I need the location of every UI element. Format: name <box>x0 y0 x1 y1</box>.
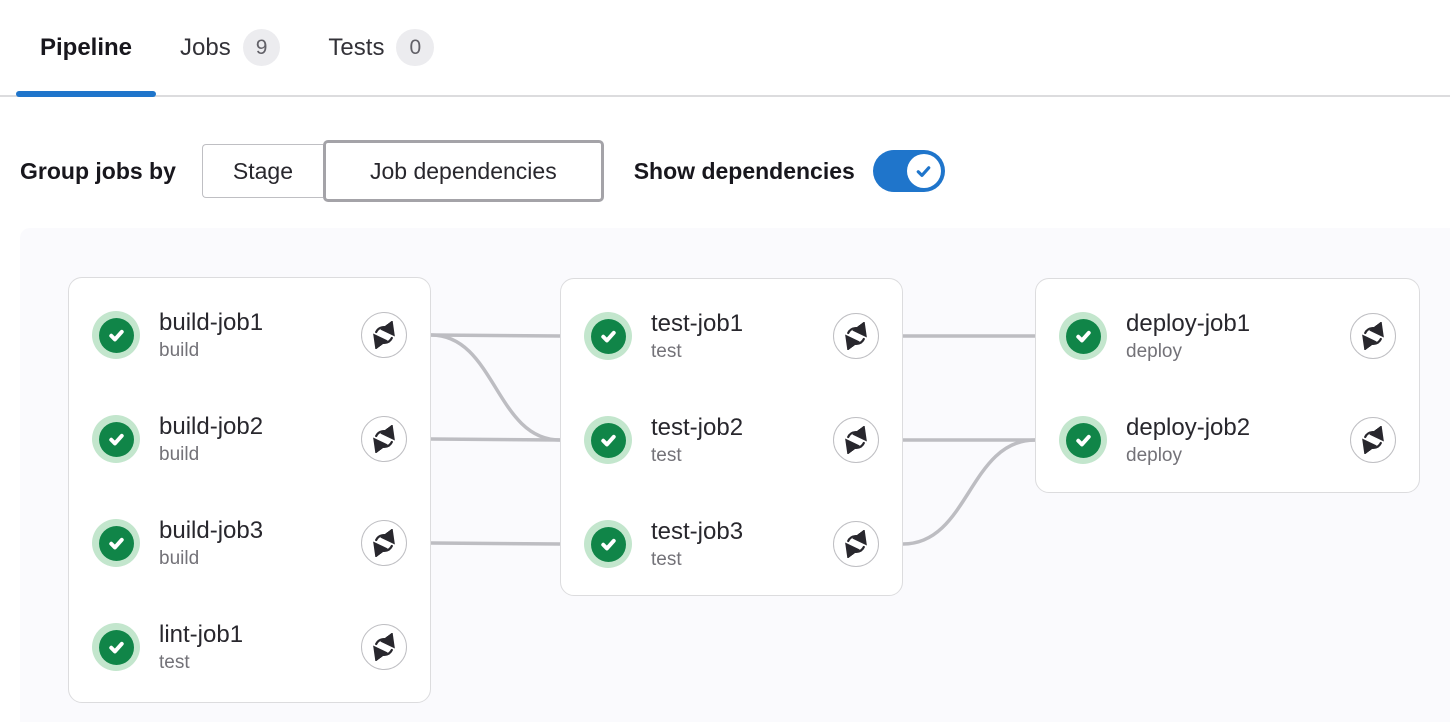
status-success-icon <box>92 311 140 359</box>
job-row[interactable]: lint-job1 test <box>69 595 430 699</box>
status-success-icon <box>92 519 140 567</box>
show-dependencies-label: Show dependencies <box>633 157 855 184</box>
job-stage: test <box>651 341 682 362</box>
jobs-count-badge: 9 <box>242 28 281 67</box>
pipeline-graph: build-job1 build build-job2 build build-jo… <box>20 228 1450 722</box>
status-success-icon <box>92 415 140 463</box>
job-stage: build <box>159 444 200 465</box>
job-row[interactable]: deploy-job2 deploy <box>1036 388 1419 492</box>
retry-icon <box>373 633 395 661</box>
job-stage: test <box>159 652 190 673</box>
group-by-job-dependencies-button[interactable]: Job dependencies <box>323 140 604 202</box>
status-success-icon <box>584 416 632 464</box>
job-name: lint-job1 <box>159 621 244 648</box>
job-name: build-job3 <box>159 517 264 544</box>
status-success-icon <box>1059 312 1107 360</box>
job-row[interactable]: deploy-job1 deploy <box>1036 284 1419 388</box>
tab-pipeline[interactable]: Pipeline <box>16 0 157 97</box>
job-stage: deploy <box>1126 341 1182 362</box>
job-name: deploy-job2 <box>1126 414 1251 441</box>
toggle-knob <box>906 154 941 188</box>
tab-pipeline-label: Pipeline <box>40 33 133 61</box>
job-stage: test <box>651 549 682 570</box>
status-success-icon <box>92 623 140 671</box>
retry-job-button[interactable] <box>361 520 407 566</box>
tests-count-badge: 0 <box>396 28 435 67</box>
group-by-stage-button[interactable]: Stage <box>201 144 323 198</box>
tab-tests[interactable]: Tests 0 <box>304 0 458 95</box>
retry-job-button[interactable] <box>1350 417 1396 463</box>
job-name: deploy-job1 <box>1126 310 1251 337</box>
job-name: build-job2 <box>159 413 264 440</box>
retry-job-button[interactable] <box>361 416 407 462</box>
retry-icon <box>373 321 395 349</box>
status-success-icon <box>584 312 632 360</box>
retry-icon <box>845 322 867 350</box>
retry-job-button[interactable] <box>361 312 407 358</box>
status-success-icon <box>584 520 632 568</box>
job-row[interactable]: build-job2 build <box>69 387 430 491</box>
job-stage: test <box>651 445 682 466</box>
job-name: test-job3 <box>651 518 744 545</box>
job-row[interactable]: build-job3 build <box>69 491 430 595</box>
job-group-card: deploy-job1 deploy deploy-job2 deploy <box>1035 278 1420 493</box>
group-by-segmented-control: Stage Job dependencies <box>201 140 604 202</box>
retry-icon <box>845 426 867 454</box>
tab-jobs[interactable]: Jobs 9 <box>156 0 304 95</box>
retry-icon <box>1362 426 1384 454</box>
tab-jobs-label: Jobs <box>180 33 231 61</box>
pipeline-controls: Group jobs by Stage Job dependencies Sho… <box>20 139 1430 203</box>
retry-icon <box>1362 322 1384 350</box>
tab-tests-label: Tests <box>328 33 385 61</box>
check-icon <box>917 165 931 177</box>
group-jobs-by-label: Group jobs by <box>20 157 176 184</box>
job-row[interactable]: test-job1 test <box>561 284 902 388</box>
show-dependencies-toggle[interactable] <box>872 150 945 192</box>
job-stage: build <box>159 340 200 361</box>
job-stage: deploy <box>1126 445 1182 466</box>
job-name: build-job1 <box>159 309 264 336</box>
retry-icon <box>845 530 867 558</box>
job-row[interactable]: build-job1 build <box>69 283 430 387</box>
job-name: test-job1 <box>651 310 744 337</box>
retry-job-button[interactable] <box>833 417 879 463</box>
tab-bar: Pipeline Jobs 9 Tests 0 <box>0 0 1450 97</box>
retry-job-button[interactable] <box>833 521 879 567</box>
retry-icon <box>373 529 395 557</box>
job-stage: build <box>159 548 200 569</box>
job-row[interactable]: test-job3 test <box>561 492 902 596</box>
job-name: test-job2 <box>651 414 744 441</box>
status-success-icon <box>1059 416 1107 464</box>
job-row[interactable]: test-job2 test <box>561 388 902 492</box>
retry-job-button[interactable] <box>1350 313 1396 359</box>
retry-job-button[interactable] <box>833 313 879 359</box>
retry-job-button[interactable] <box>361 624 407 670</box>
job-group-card: build-job1 build build-job2 build build-jo… <box>68 277 431 703</box>
retry-icon <box>373 425 395 453</box>
